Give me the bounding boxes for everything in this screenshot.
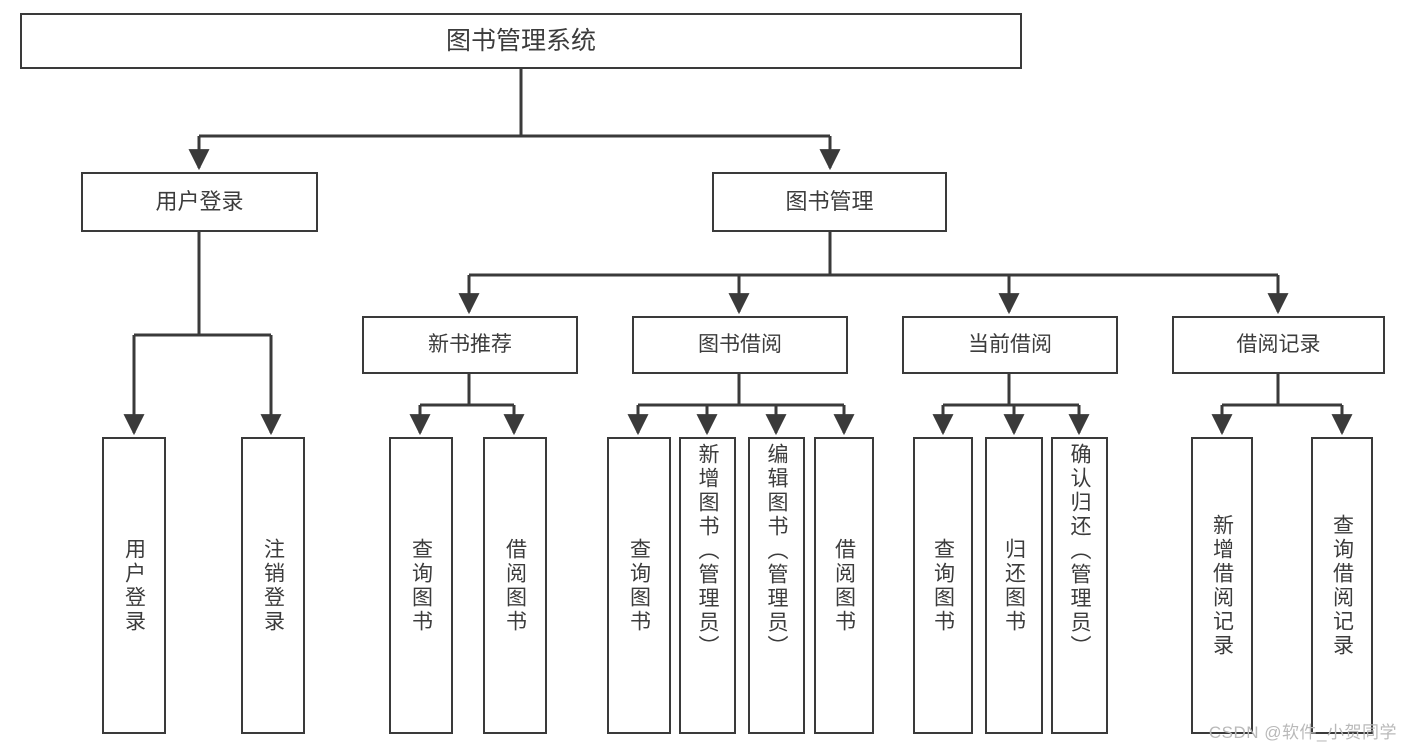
node-leaf-add-book-admin-label: 新增图书（管理员） (696, 443, 719, 659)
node-leaf-query-book-1-label: 查询图书 (409, 537, 433, 634)
node-leaf-user-logout[interactable]: 注销登录 (241, 437, 305, 734)
node-book-borrow-label: 图书借阅 (698, 333, 782, 357)
node-user-login-label: 用户登录 (155, 188, 244, 214)
watermark-text: CSDN @软件_小贺同学 (1208, 723, 1397, 742)
node-leaf-confirm-return-admin[interactable]: 确认归还（管理员） (1051, 437, 1108, 734)
node-leaf-query-book-3[interactable]: 查询图书 (913, 437, 973, 734)
node-book-borrow[interactable]: 图书借阅 (632, 316, 848, 374)
node-leaf-query-book-1[interactable]: 查询图书 (389, 437, 453, 734)
node-leaf-borrow-book-2-label: 借阅图书 (832, 537, 856, 634)
node-current-borrow-label: 当前借阅 (968, 333, 1052, 357)
node-leaf-confirm-return-admin-label: 确认归还（管理员） (1068, 443, 1091, 659)
node-root-label: 图书管理系统 (445, 27, 596, 55)
node-leaf-add-borrow-record-label: 新增借阅记录 (1210, 513, 1234, 658)
node-root[interactable]: 图书管理系统 (20, 13, 1022, 69)
node-leaf-borrow-book-2[interactable]: 借阅图书 (814, 437, 874, 734)
node-leaf-query-borrow-record-label: 查询借阅记录 (1330, 513, 1354, 658)
node-leaf-user-login-label: 用户登录 (122, 537, 146, 634)
node-book-manage[interactable]: 图书管理 (712, 172, 947, 232)
node-leaf-user-login[interactable]: 用户登录 (102, 437, 166, 734)
node-leaf-return-book[interactable]: 归还图书 (985, 437, 1043, 734)
node-leaf-query-book-2-label: 查询图书 (627, 537, 651, 634)
node-leaf-borrow-book-1[interactable]: 借阅图书 (483, 437, 547, 734)
node-leaf-add-book-admin[interactable]: 新增图书（管理员） (679, 437, 736, 734)
node-leaf-return-book-label: 归还图书 (1002, 537, 1026, 634)
node-leaf-query-book-3-label: 查询图书 (931, 537, 955, 634)
node-user-login[interactable]: 用户登录 (81, 172, 318, 232)
node-borrow-record-label: 借阅记录 (1236, 333, 1321, 357)
node-leaf-query-borrow-record[interactable]: 查询借阅记录 (1311, 437, 1373, 734)
node-leaf-edit-book-admin[interactable]: 编辑图书（管理员） (748, 437, 805, 734)
node-borrow-record[interactable]: 借阅记录 (1172, 316, 1385, 374)
node-leaf-add-borrow-record[interactable]: 新增借阅记录 (1191, 437, 1253, 734)
node-new-book-recommend[interactable]: 新书推荐 (362, 316, 578, 374)
node-book-manage-label: 图书管理 (785, 188, 874, 214)
node-leaf-user-logout-label: 注销登录 (261, 537, 285, 634)
node-current-borrow[interactable]: 当前借阅 (902, 316, 1118, 374)
node-new-book-recommend-label: 新书推荐 (428, 333, 512, 357)
node-leaf-query-book-2[interactable]: 查询图书 (607, 437, 671, 734)
node-leaf-borrow-book-1-label: 借阅图书 (503, 537, 527, 634)
node-leaf-edit-book-admin-label: 编辑图书（管理员） (765, 443, 788, 659)
